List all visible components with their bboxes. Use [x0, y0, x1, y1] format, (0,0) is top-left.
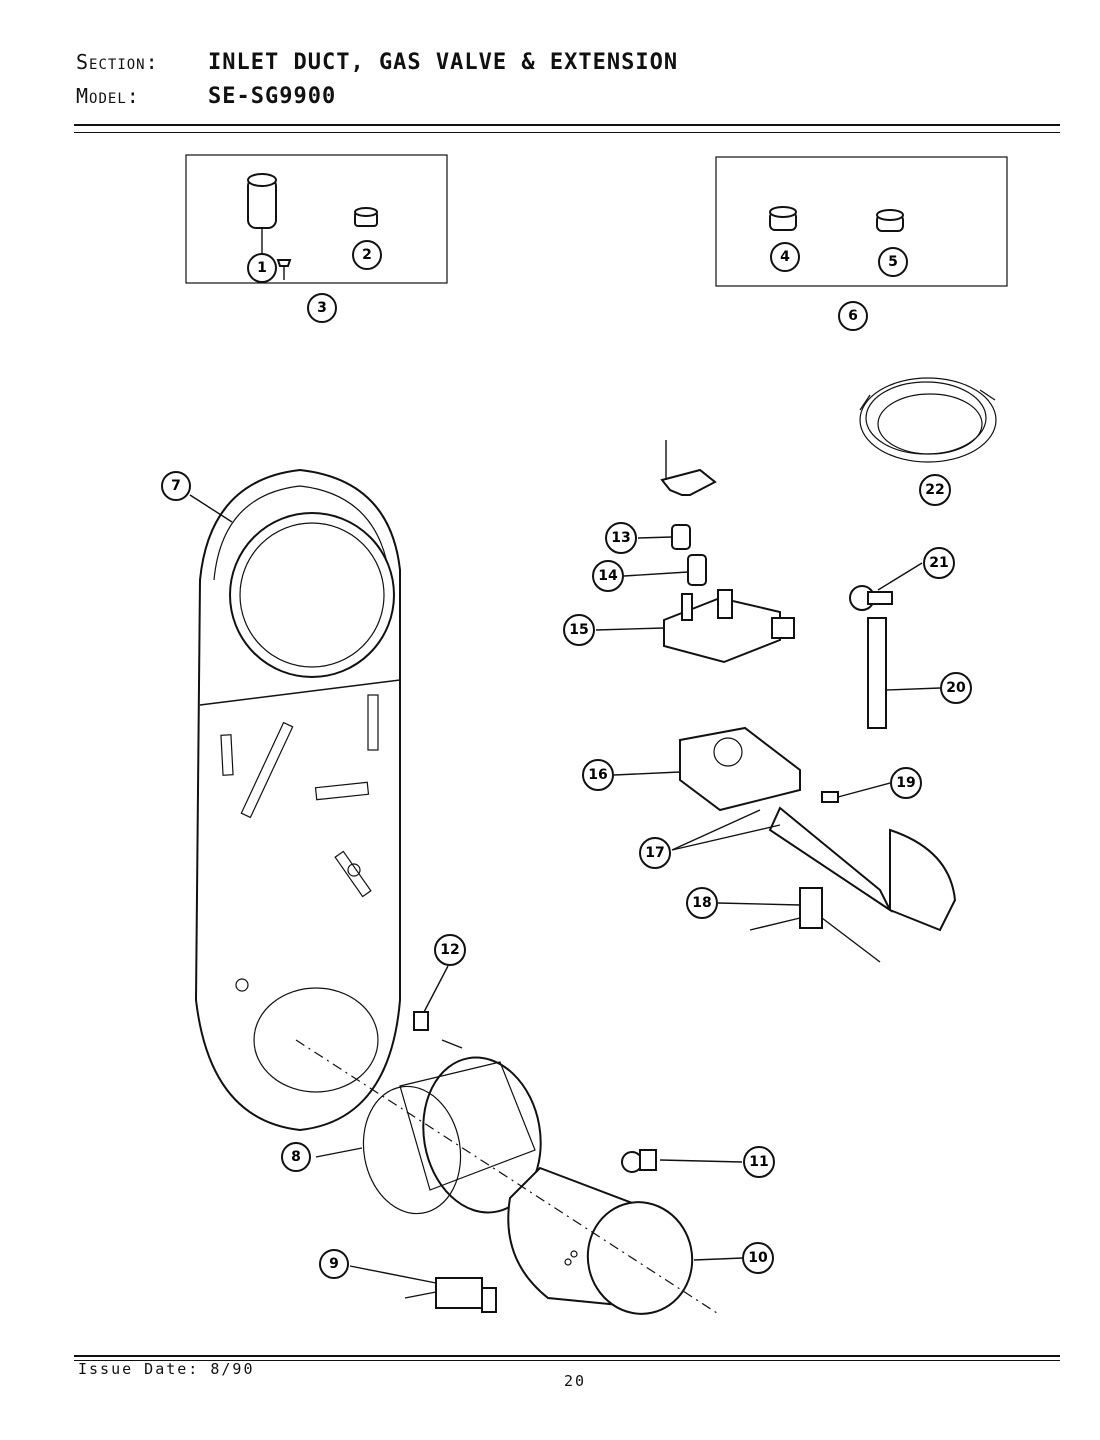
callout-7: 7 [161, 471, 191, 501]
kit-box-6 [715, 156, 1008, 287]
inlet-duct-part-7 [194, 259, 401, 1132]
callout-1: 1 [247, 253, 277, 283]
callout-4: 4 [770, 242, 800, 272]
callout-15-text: 15 [569, 622, 588, 638]
callout-22-text: 22 [925, 482, 944, 498]
burner-assembly-part-17 [768, 806, 957, 932]
header-divider [74, 124, 1060, 126]
header-divider-thin [74, 132, 1060, 133]
footer-divider-thin [74, 1360, 1060, 1361]
wire-harness-part-22 [859, 377, 997, 463]
callout-14: 14 [592, 560, 624, 592]
callout-8: 8 [281, 1142, 311, 1172]
model-label: Model: [76, 84, 140, 108]
callout-21: 21 [923, 547, 955, 579]
callout-2-text: 2 [362, 247, 372, 263]
assembly-centerline [295, 1039, 721, 1316]
callout-20: 20 [940, 672, 972, 704]
clip-part-12 [413, 1011, 463, 1049]
callout-9: 9 [319, 1249, 349, 1279]
section-title: INLET DUCT, GAS VALVE & EXTENSION [208, 50, 679, 75]
callout-5-text: 5 [888, 254, 898, 270]
callout-11: 11 [743, 1146, 775, 1178]
callout-10-text: 10 [748, 1250, 768, 1266]
callout-18: 18 [686, 887, 718, 919]
callout-14-text: 14 [598, 568, 618, 584]
igniter-part-18 [749, 887, 881, 963]
callout-17-text: 17 [645, 845, 664, 861]
callout-11-text: 11 [749, 1154, 768, 1170]
screw-icon [276, 259, 292, 267]
callout-15: 15 [563, 614, 595, 646]
footer-divider [74, 1355, 1060, 1357]
orifice-part-1 [247, 173, 277, 245]
gas-valve-part-15 [663, 589, 795, 664]
callout-6: 6 [838, 301, 868, 331]
callout-9-text: 9 [329, 1256, 339, 1272]
callout-6-text: 6 [848, 308, 858, 324]
callout-13-text: 13 [611, 530, 630, 546]
duct-cylinder-part-8 [362, 1056, 542, 1215]
issue-date: Issue Date: 8/90 [78, 1360, 255, 1378]
callout-5: 5 [878, 247, 908, 277]
page-number: 20 [563, 1372, 587, 1390]
section-label: Section: [76, 50, 159, 74]
cap-part-2 [354, 207, 378, 227]
callout-16-text: 16 [588, 767, 607, 783]
callout-22: 22 [919, 474, 951, 506]
bracket-top [660, 440, 717, 496]
callout-4-text: 4 [780, 249, 790, 265]
section-header: Section: INLET DUCT, GAS VALVE & EXTENSIO… [76, 50, 678, 75]
coil-part-13 [671, 524, 691, 550]
model-number: SE-SG9900 [208, 84, 337, 109]
model-header: Model: SE-SG9900 [76, 84, 336, 109]
cap-part-4 [769, 206, 797, 231]
callout-21-text: 21 [929, 555, 948, 571]
callout-7-text: 7 [171, 478, 181, 494]
burner-tube-part-10 [507, 1166, 694, 1315]
callout-3-text: 3 [317, 300, 327, 316]
kit-box-3 [185, 154, 448, 284]
callout-19: 19 [890, 767, 922, 799]
screw-part-19 [821, 791, 839, 803]
callout-3: 3 [307, 293, 337, 323]
cap-part-5 [876, 209, 904, 232]
callout-8-text: 8 [291, 1149, 301, 1165]
shutoff-valve-part-21 [849, 585, 893, 611]
thermostat-part-11 [621, 1149, 657, 1173]
callout-12: 12 [434, 934, 466, 966]
callout-19-text: 19 [896, 775, 915, 791]
callout-17: 17 [639, 837, 671, 869]
coil-part-14 [687, 554, 707, 586]
callout-16: 16 [582, 759, 614, 791]
burner-bracket-part-16 [679, 726, 801, 812]
callout-10: 10 [742, 1242, 774, 1274]
callout-1-text: 1 [257, 260, 267, 276]
callout-20-text: 20 [946, 680, 966, 696]
callout-18-text: 18 [692, 895, 711, 911]
callout-12-text: 12 [440, 942, 459, 958]
gas-pipe-part-20 [867, 617, 887, 729]
leader-lines [189, 245, 941, 1284]
callout-2: 2 [352, 240, 382, 270]
callout-13: 13 [605, 522, 637, 554]
switch-part-9 [404, 1277, 497, 1313]
